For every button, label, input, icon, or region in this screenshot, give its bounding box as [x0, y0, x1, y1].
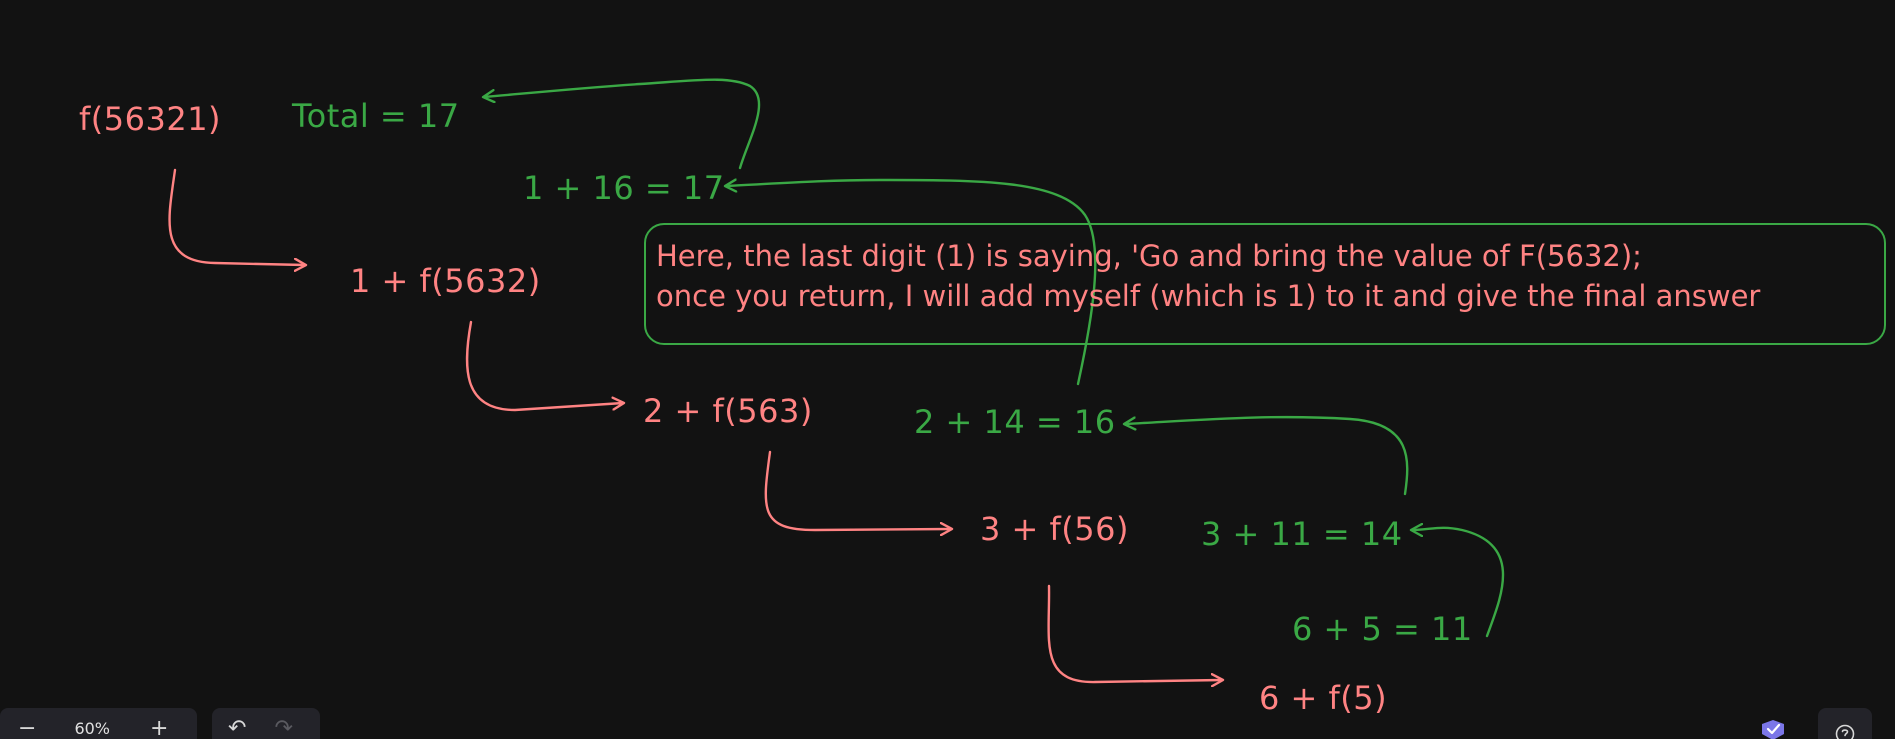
- call-f-563[interactable]: 2 + f(563): [643, 392, 813, 430]
- return-2-14-16[interactable]: 2 + 14 = 16: [914, 403, 1116, 441]
- help-button[interactable]: [1818, 708, 1872, 739]
- explanation-line-1: Here, the last digit (1) is saying, 'Go …: [656, 239, 1642, 273]
- zoom-level[interactable]: 60%: [74, 719, 110, 738]
- return-6-5-11[interactable]: 6 + 5 = 11: [1292, 610, 1473, 648]
- call-f-5632[interactable]: 1 + f(5632): [350, 262, 541, 300]
- zoom-toolbar: − 60% +: [0, 708, 197, 739]
- explanation-note-box[interactable]: [644, 223, 1886, 345]
- return-arrow-3: [1125, 415, 1409, 496]
- history-toolbar: ↶ ↷: [212, 708, 320, 739]
- explanation-line-2: once you return, I will add myself (whic…: [656, 279, 1761, 313]
- call-f-56321[interactable]: f(56321): [79, 100, 222, 138]
- total-label[interactable]: Total = 17: [292, 97, 460, 135]
- return-arrow-4: [1412, 528, 1505, 638]
- call-arrow-3: [764, 450, 951, 530]
- call-arrow-4: [1047, 584, 1222, 682]
- return-arrow-1: [484, 78, 761, 170]
- undo-button[interactable]: ↶: [228, 716, 247, 739]
- zoom-in-button[interactable]: +: [150, 716, 169, 739]
- call-arrow-2: [465, 320, 623, 412]
- return-arrow-2: [726, 180, 1097, 386]
- return-3-11-14[interactable]: 3 + 11 = 14: [1201, 515, 1403, 553]
- help-icon: [1835, 724, 1855, 739]
- call-f-56[interactable]: 3 + f(56): [980, 510, 1129, 548]
- zoom-out-button[interactable]: −: [18, 716, 37, 739]
- shield-check-icon[interactable]: [1760, 720, 1786, 739]
- redo-button[interactable]: ↷: [274, 716, 293, 739]
- call-f-5[interactable]: 6 + f(5): [1259, 679, 1388, 717]
- call-arrow-1: [168, 168, 305, 265]
- return-1-16-17[interactable]: 1 + 16 = 17: [523, 169, 725, 207]
